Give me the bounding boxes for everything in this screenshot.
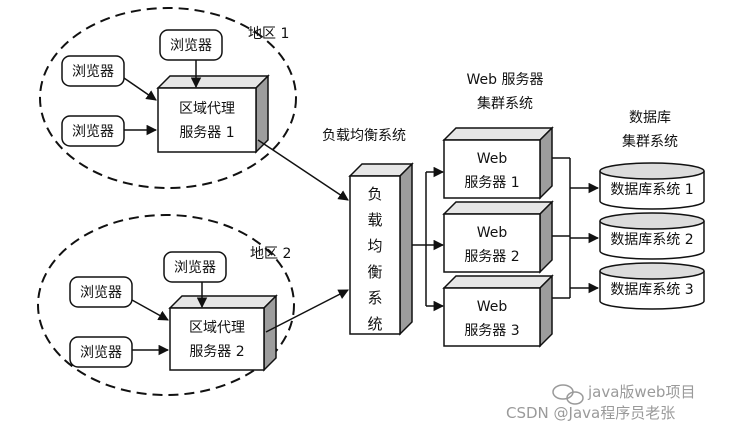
svg-text:浏览器: 浏览器 [80,285,122,301]
svg-text:浏览器: 浏览器 [72,64,114,80]
region-2-label: 地区 2 [250,246,291,262]
svg-text:服务器 2: 服务器 2 [189,344,244,360]
region-1-label: 地区 1 [248,26,289,42]
db-cluster-title-1: 数据库 [629,110,671,126]
svg-text:衡: 衡 [367,263,382,281]
svg-text:浏览器: 浏览器 [72,124,114,140]
svg-text:浏览器: 浏览器 [80,345,122,361]
web-cluster-title-2: 集群系统 [477,95,533,112]
region-2: 地区 2 浏览器 浏览器 浏览器 区域代理 服务器 2 [37,214,295,396]
load-balancer: 负载均衡系统 负 载 均 衡 系 统 [322,128,414,336]
web-cluster: Web 服务器 集群系统 Web 服务器 1 Web 服务器 2 Web 服务器… [442,72,554,348]
svg-text:数据库系统 3: 数据库系统 3 [610,282,693,298]
svg-text:Web: Web [477,225,508,241]
svg-text:负: 负 [367,185,382,203]
db-system-1: 数据库系统 1 [599,162,705,210]
web-to-db-connectors [552,157,600,299]
svg-text:系: 系 [367,289,382,307]
svg-text:区域代理: 区域代理 [179,101,235,117]
db-cluster-title-2: 集群系统 [622,133,678,150]
web-server-2: Web 服务器 2 [442,200,554,274]
watermark: java版web项目 CSDN @Java程序员老张 [506,383,695,422]
svg-text:数据库系统 1: 数据库系统 1 [610,182,693,198]
region-1-boundary [39,7,297,189]
svg-text:服务器 1: 服务器 1 [464,175,519,191]
svg-text:统: 统 [367,315,382,333]
arrow-browser-left1-to-proxy-1 [123,77,157,101]
region-1-browser-left-1: 浏览器 [61,55,125,87]
watermark-line-1: java版web项目 [587,383,695,401]
web-cluster-title-1: Web 服务器 [467,72,544,88]
region-1-browser-left-2: 浏览器 [61,115,125,147]
svg-text:服务器 2: 服务器 2 [464,249,519,265]
arrow-proxy-1-to-load-balancer [257,139,349,201]
region-2-boundary [37,214,295,396]
region-2-browser-left-1: 浏览器 [69,276,133,308]
svg-text:服务器 1: 服务器 1 [179,125,234,141]
svg-text:Web: Web [477,299,508,315]
region-2-browser-left-2: 浏览器 [69,336,133,368]
region-1-proxy-server: 区域代理 服务器 1 [156,74,270,154]
chat-bubble-icon [552,384,584,405]
svg-text:载: 载 [367,211,382,229]
db-system-2: 数据库系统 2 [599,212,705,260]
svg-text:均: 均 [367,237,382,255]
web-server-3: Web 服务器 3 [442,274,554,348]
svg-text:服务器 3: 服务器 3 [464,323,519,339]
svg-text:Web: Web [477,151,508,167]
load-balancer-caption: 负载均衡系统 [322,128,406,144]
db-cluster: 数据库 集群系统 数据库系统 1 数据库系统 2 数据库系统 3 [599,110,705,310]
svg-text:区域代理: 区域代理 [189,320,245,336]
arrow-proxy-2-to-load-balancer [265,289,349,333]
lb-to-web-connectors [412,166,445,312]
db-system-3: 数据库系统 3 [599,262,705,310]
svg-text:浏览器: 浏览器 [174,260,216,276]
svg-text:浏览器: 浏览器 [170,38,212,54]
region-2-browser-top: 浏览器 [163,251,227,283]
region-1-browser-top: 浏览器 [159,29,223,61]
region-2-proxy-server: 区域代理 服务器 2 [168,294,278,372]
region-1: 地区 1 浏览器 浏览器 浏览器 区域代理 服务器 1 [39,7,297,189]
watermark-line-2: CSDN @Java程序员老张 [506,404,675,422]
arrow-browser-left1-to-proxy-2 [131,299,169,321]
svg-text:数据库系统 2: 数据库系统 2 [610,232,693,248]
web-server-1: Web 服务器 1 [442,126,554,200]
